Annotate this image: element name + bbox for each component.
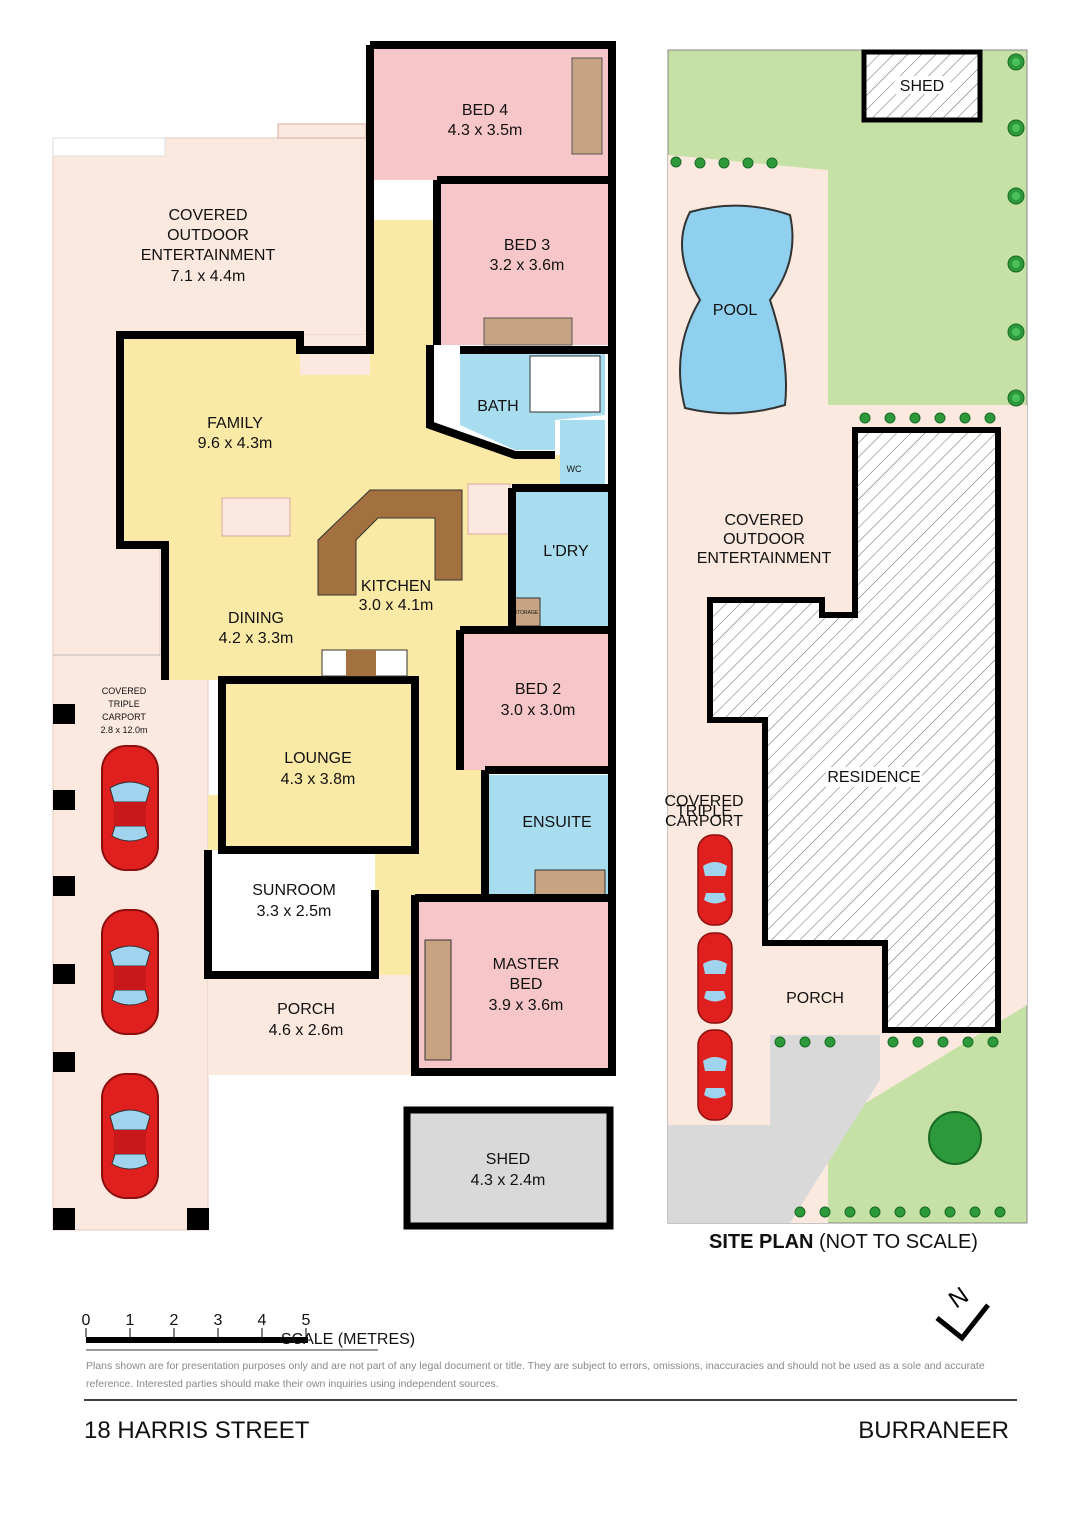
label: STORAGE [514, 610, 539, 616]
room-bath: BATH [460, 350, 605, 450]
car-icon [101, 1073, 159, 1199]
label: RESIDENCE [827, 769, 920, 786]
room-label: OUTDOOR [167, 227, 249, 244]
room-label: ENTERTAINMENT [141, 247, 276, 264]
label: COVERED [724, 512, 803, 529]
label: BATH [477, 398, 518, 415]
room-bed-4: BED 4 4.3 x 3.5m [370, 45, 612, 180]
north-arrow-icon: N [935, 1282, 990, 1342]
label: COVERED [102, 686, 147, 696]
label: TRIPLE [676, 803, 732, 820]
label: LOUNGE [284, 750, 352, 767]
label: 1 [126, 1312, 135, 1329]
walls [116, 41, 616, 1076]
label: CARPORT [102, 712, 146, 722]
address: 18 HARRIS STREET [84, 1417, 310, 1444]
room-dining: DINING 4.2 x 3.3m [219, 610, 294, 647]
car-icon [697, 932, 733, 1024]
room-label: COVERED [168, 207, 247, 224]
site-plan-title: SITE PLAN (NOT TO SCALE) [709, 1231, 978, 1253]
car-icon [101, 909, 159, 1035]
label: BED 3 [504, 237, 550, 254]
label: DINING [228, 610, 284, 627]
label: 3.9 x 3.6m [489, 997, 564, 1014]
label: KITCHEN [361, 578, 431, 595]
label: 3.0 x 3.0m [501, 702, 576, 719]
room-ensuite: ENSUITE [485, 775, 612, 899]
label: 4.6 x 2.6m [269, 1022, 344, 1039]
label: 2 [170, 1312, 179, 1329]
label: 3.0 x 4.1m [359, 597, 434, 614]
label: MASTER [493, 956, 560, 973]
scale-bar: 0 1 2 3 4 5 SCALE (METRES) [82, 1312, 415, 1351]
room-wc: WC [560, 420, 605, 485]
label: 4 [258, 1312, 267, 1329]
label: 0 [82, 1312, 91, 1329]
room-bed-2: BED 2 3.0 x 3.0m [460, 632, 612, 770]
label: 9.6 x 4.3m [198, 435, 273, 452]
label: ENSUITE [522, 814, 591, 831]
label: SCALE (METRES) [281, 1331, 415, 1348]
label: 3.3 x 2.5m [257, 903, 332, 920]
room-master-bed: MASTER BED 3.9 x 3.6m [415, 898, 612, 1070]
label: 4.3 x 3.8m [281, 771, 356, 788]
room-lounge: LOUNGE 4.3 x 3.8m [281, 750, 356, 788]
label: SHED [900, 78, 944, 95]
room-kitchen: KITCHEN 3.0 x 4.1m [317, 489, 463, 677]
room-shed: SHED 4.3 x 2.4m [403, 1106, 614, 1230]
room-porch: PORCH 4.6 x 2.6m [208, 975, 415, 1075]
label: SHED [486, 1151, 530, 1168]
label: PORCH [277, 1001, 335, 1018]
label: 4.3 x 2.4m [471, 1172, 546, 1189]
label: SUNROOM [252, 882, 336, 899]
label: ENTERTAINMENT [697, 550, 832, 567]
label: FAMILY [207, 415, 263, 432]
room-bed-3: BED 3 3.2 x 3.6m [437, 180, 612, 346]
car-icon [697, 834, 733, 926]
room-laundry: STORAGE L'DRY [511, 490, 612, 628]
label: BED 4 [462, 102, 508, 119]
site-plan: SHED POOL COVERED OUTDOOR ENTERTAINMENT … [664, 49, 1028, 1224]
suburb: BURRANEER [858, 1417, 1009, 1444]
residence [707, 427, 1001, 1033]
label: TRIPLE [108, 699, 140, 709]
label: 3 [214, 1312, 223, 1329]
disclaimer: Plans shown are for presentation purpose… [86, 1360, 985, 1390]
label: 4.3 x 3.5m [448, 122, 523, 139]
label: 3.2 x 3.6m [490, 257, 565, 274]
label: N [944, 1282, 974, 1314]
label: WC [567, 464, 582, 474]
car-icon [101, 745, 159, 871]
label: BED [510, 976, 543, 993]
label: L'DRY [543, 543, 589, 560]
label: COVERED [664, 793, 743, 810]
label: 5 [302, 1312, 311, 1329]
label: PORCH [786, 990, 844, 1007]
label: BED 2 [515, 681, 561, 698]
room-size: 7.1 x 4.4m [171, 268, 246, 285]
covered-triple-carport: COVERED TRIPLE CARPORT 2.8 x 12.0m [53, 654, 209, 1230]
label: 4.2 x 3.3m [219, 630, 294, 647]
label: CARPORT [665, 813, 743, 830]
pool [679, 204, 794, 415]
label: POOL [713, 302, 758, 319]
label: OUTDOOR [723, 531, 805, 548]
label: 2.8 x 12.0m [100, 725, 147, 735]
tree-icon [928, 1111, 982, 1165]
car-icon [697, 1029, 733, 1121]
room-sunroom: SUNROOM 3.3 x 2.5m [252, 882, 336, 920]
room-living-zone: FAMILY 9.6 x 4.3m [120, 220, 560, 975]
